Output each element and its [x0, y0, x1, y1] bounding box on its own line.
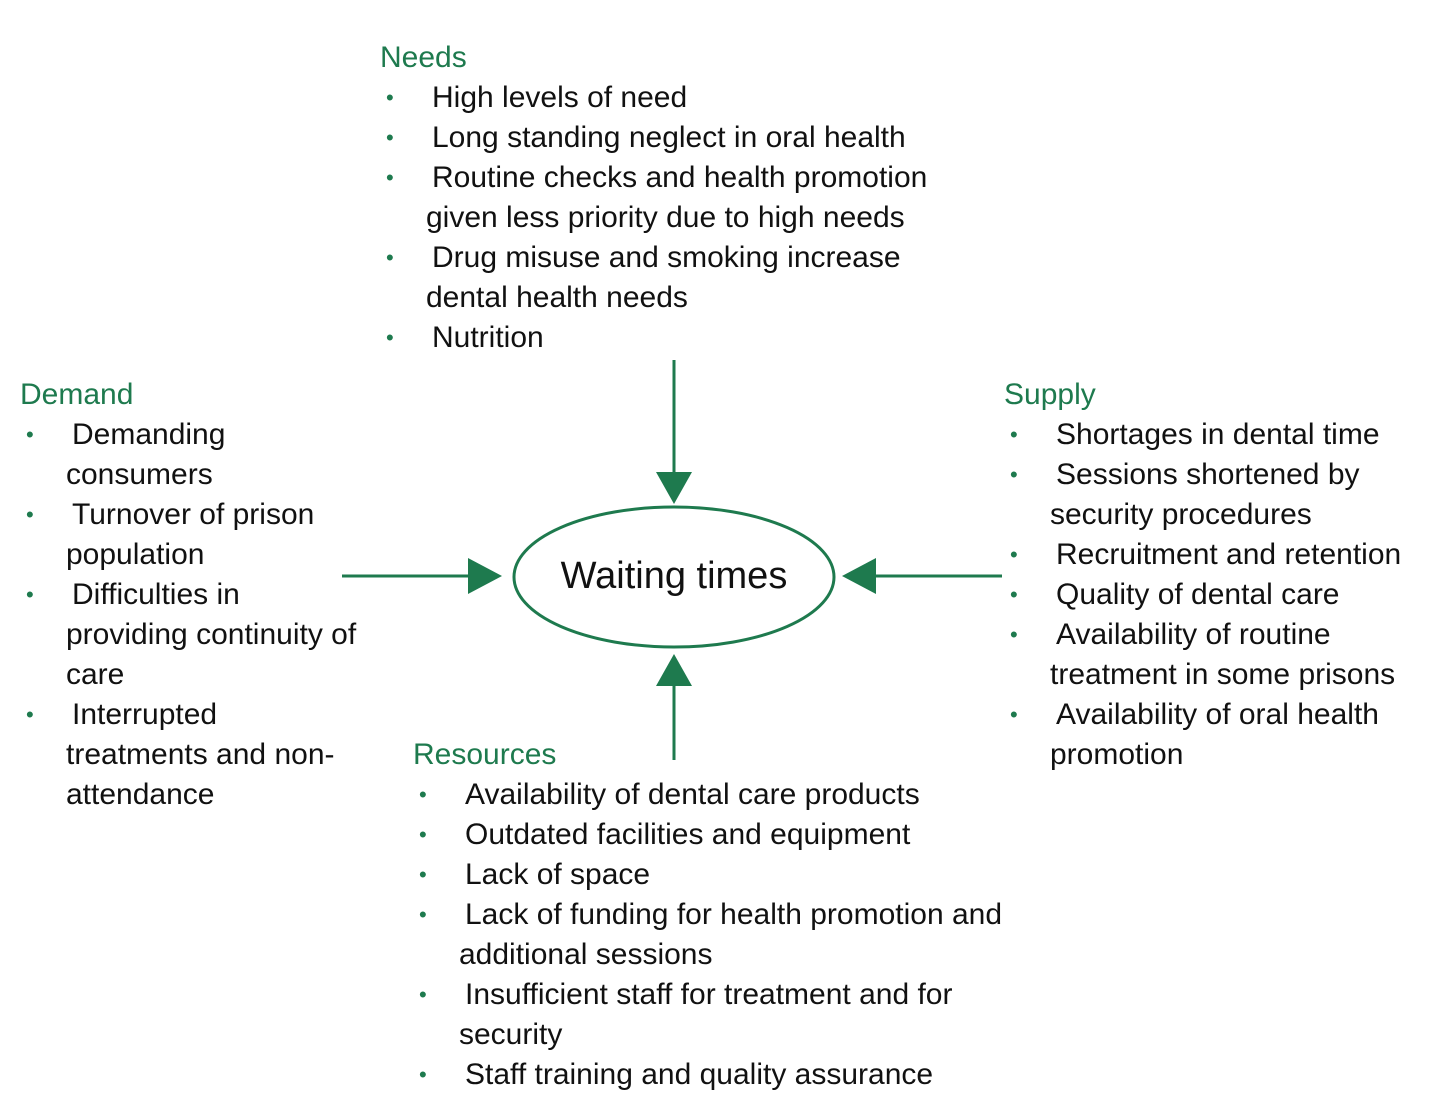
needs-heading: Needs [380, 41, 467, 74]
bullet-icon: • [419, 1062, 427, 1087]
arrowhead-resources [656, 654, 692, 686]
bullet-icon: • [386, 245, 394, 270]
supply-group: Supply •Shortages in dental time •Sessio… [1004, 375, 1450, 775]
arrowhead-demand [468, 558, 502, 594]
bullet-icon: • [1010, 462, 1018, 487]
resources-group: Resources •Availability of dental care p… [413, 735, 1013, 1095]
bullet-icon: • [386, 165, 394, 190]
bullet-icon: • [1010, 542, 1018, 567]
bullet-icon: • [419, 782, 427, 807]
list-item: •Routine checks and health promotion giv… [380, 158, 946, 238]
bullet-icon: • [419, 982, 427, 1007]
list-item: •Outdated facilities and equipment [413, 815, 1013, 855]
list-item: •Shortages in dental time [1004, 415, 1450, 455]
bullet-icon: • [26, 702, 34, 727]
bullet-icon: • [26, 422, 34, 447]
list-item: •Nutrition [380, 318, 980, 358]
list-item: •High levels of need [380, 78, 980, 118]
arrowhead-needs [656, 472, 692, 504]
list-item: •Lack of space [413, 855, 1013, 895]
bullet-icon: • [419, 902, 427, 927]
bullet-icon: • [1010, 622, 1018, 647]
demand-heading: Demand [20, 378, 134, 411]
bullet-icon: • [419, 862, 427, 887]
list-item: •Availability of dental care products [413, 775, 1013, 815]
bullet-icon: • [26, 582, 34, 607]
list-item: •Recruitment and retention [1004, 535, 1450, 575]
list-item: •Quality of dental care [1004, 575, 1450, 615]
list-item: •Turnover of prison population [20, 495, 366, 575]
arrowhead-supply [842, 558, 876, 594]
bullet-icon: • [26, 502, 34, 527]
list-item: •Availability of oral health promotion [1004, 695, 1450, 775]
bullet-icon: • [386, 85, 394, 110]
list-item: •Lack of funding for health promotion an… [413, 895, 1013, 975]
demand-list: •Demanding consumers •Turnover of prison… [20, 415, 360, 815]
list-item: •Drug misuse and smoking increase dental… [380, 238, 986, 318]
waiting-times-label: Waiting times [560, 555, 788, 597]
list-item: •Staff training and quality assurance [413, 1055, 1013, 1095]
bullet-icon: • [1010, 582, 1018, 607]
waiting-times-ellipse [512, 505, 836, 649]
bullet-icon: • [1010, 702, 1018, 727]
needs-list: •High levels of need •Long standing negl… [380, 78, 980, 358]
supply-heading: Supply [1004, 378, 1096, 411]
bullet-icon: • [386, 325, 394, 350]
bullet-icon: • [419, 822, 427, 847]
needs-group: Needs •High levels of need •Long standin… [380, 38, 980, 358]
list-item: •Interrupted treatments and non-attendan… [20, 695, 336, 815]
list-item: •Sessions shortened by security procedur… [1004, 455, 1450, 535]
bullet-icon: • [386, 125, 394, 150]
list-item: •Insufficient staff for treatment and fo… [413, 975, 1019, 1055]
list-item: •Demanding consumers [20, 415, 296, 495]
resources-list: •Availability of dental care products •O… [413, 775, 1013, 1095]
list-item: •Long standing neglect in oral health [380, 118, 980, 158]
bullet-icon: • [1010, 422, 1018, 447]
list-item: •Availability of routine treatment in so… [1004, 615, 1450, 695]
list-item: •Difficulties in providing continuity of… [20, 575, 366, 695]
resources-heading: Resources [413, 738, 557, 771]
supply-list: •Shortages in dental time •Sessions shor… [1004, 415, 1450, 775]
demand-group: Demand •Demanding consumers •Turnover of… [20, 375, 360, 815]
